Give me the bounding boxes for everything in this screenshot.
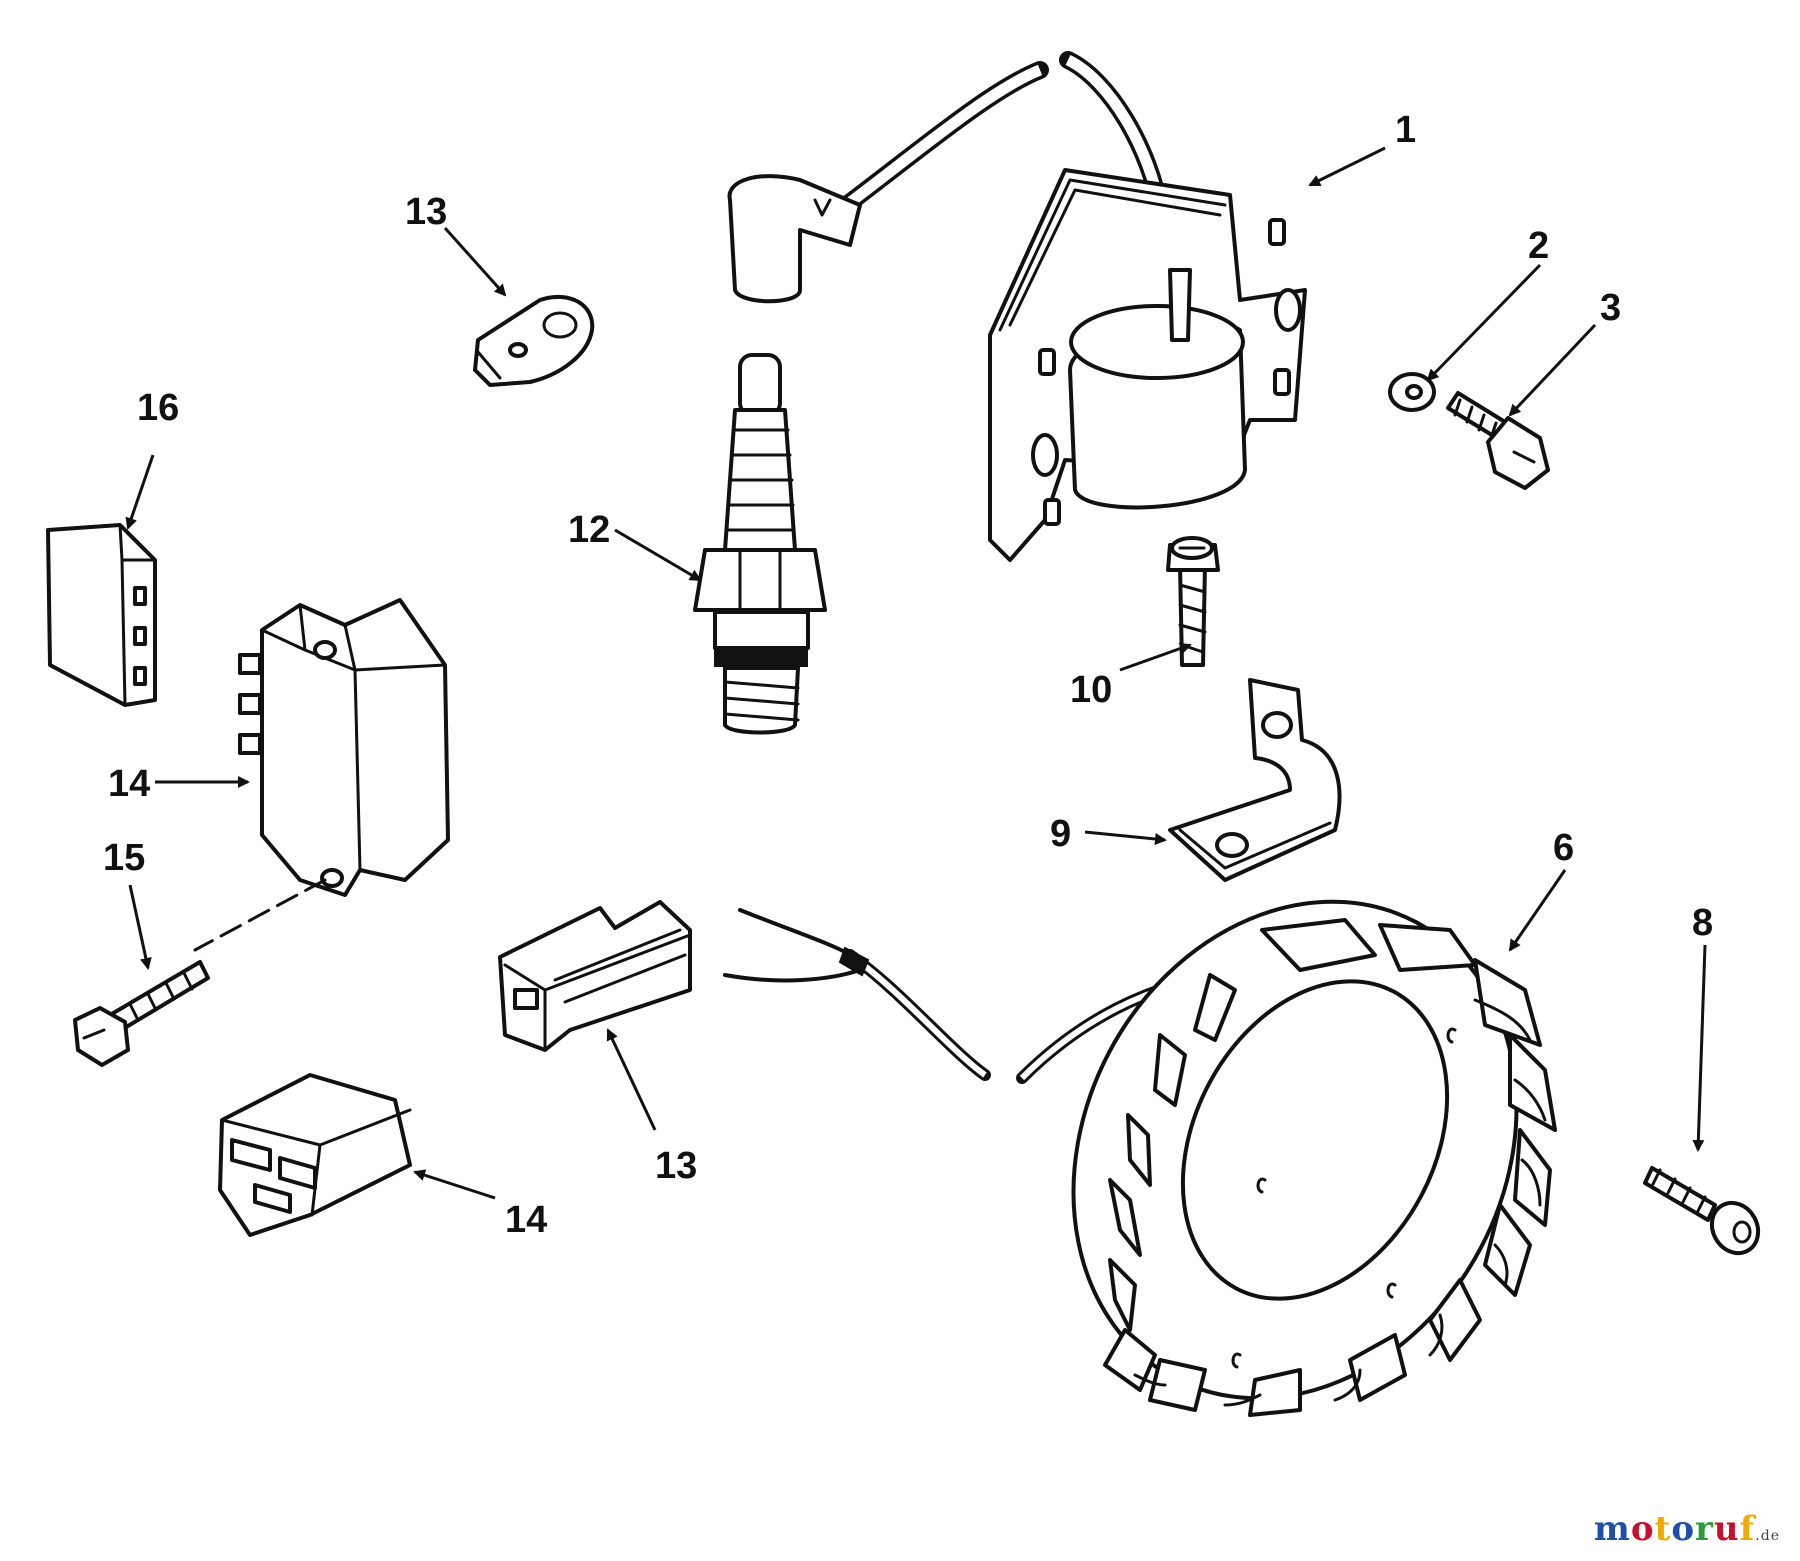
watermark-letter-o2: o: [1671, 1509, 1695, 1549]
hex-bolt: [1446, 391, 1550, 490]
wire-connector: [498, 900, 692, 1052]
watermark-letter-t: t: [1654, 1509, 1672, 1549]
callout-3: 3: [1600, 287, 1621, 329]
leader-14b: [413, 1169, 496, 1200]
leader-12: [614, 528, 702, 582]
callout-16: 16: [137, 387, 179, 429]
leader-8: [1692, 944, 1707, 1152]
watermark-letter-o: o: [1630, 1509, 1655, 1549]
callout-8: 8: [1692, 902, 1713, 944]
flange-bolt: [73, 960, 210, 1067]
mounting-bracket: [1168, 678, 1342, 882]
callout-12: 12: [568, 509, 610, 551]
callout-2: 2: [1528, 225, 1549, 267]
spark-plug: [693, 353, 827, 735]
callout-labels: 1 2 3 6 8 9 10 12 13 13 14 14 15 16: [103, 109, 1713, 1241]
callout-14-lower: 14: [505, 1199, 547, 1241]
ignition-coil: [727, 51, 1307, 562]
leader-2: [1426, 263, 1542, 382]
connector-plug: [218, 1073, 412, 1237]
leader-lines: [125, 146, 1707, 1200]
callout-13-top: 13: [405, 191, 447, 233]
washer: [1388, 372, 1436, 412]
callout-14-upper: 14: [108, 763, 150, 805]
leader-13a: [443, 226, 507, 297]
leader-1: [1308, 146, 1386, 187]
rectifier-module: [193, 598, 450, 952]
watermark-tld: .de: [1755, 1528, 1780, 1544]
stator-ring: [1071, 899, 1557, 1417]
callout-13-bottom: 13: [655, 1145, 697, 1187]
watermark-letter-u: u: [1713, 1509, 1740, 1549]
pan-head-screw: [1643, 1166, 1761, 1256]
watermark-letter-f: f: [1739, 1509, 1756, 1549]
callout-9: 9: [1050, 813, 1071, 855]
cable-clip: [473, 294, 595, 387]
leader-3: [1508, 323, 1597, 417]
leader-10: [1119, 642, 1192, 672]
callout-15: 15: [103, 837, 145, 879]
callout-6: 6: [1553, 827, 1574, 869]
watermark-letter-r: r: [1695, 1509, 1714, 1549]
motoruf-watermark-logo: motoruf.de: [1594, 1509, 1780, 1549]
leader-13b: [606, 1028, 657, 1131]
connector-block: [46, 523, 157, 707]
watermark-letter-m: m: [1593, 1509, 1631, 1549]
leader-16: [125, 454, 155, 530]
screw: [1166, 536, 1220, 667]
leader-9: [1084, 830, 1167, 845]
callout-1: 1: [1395, 109, 1416, 151]
leader-15: [128, 884, 152, 970]
leader-6: [1508, 869, 1567, 952]
callout-10: 10: [1070, 669, 1112, 711]
